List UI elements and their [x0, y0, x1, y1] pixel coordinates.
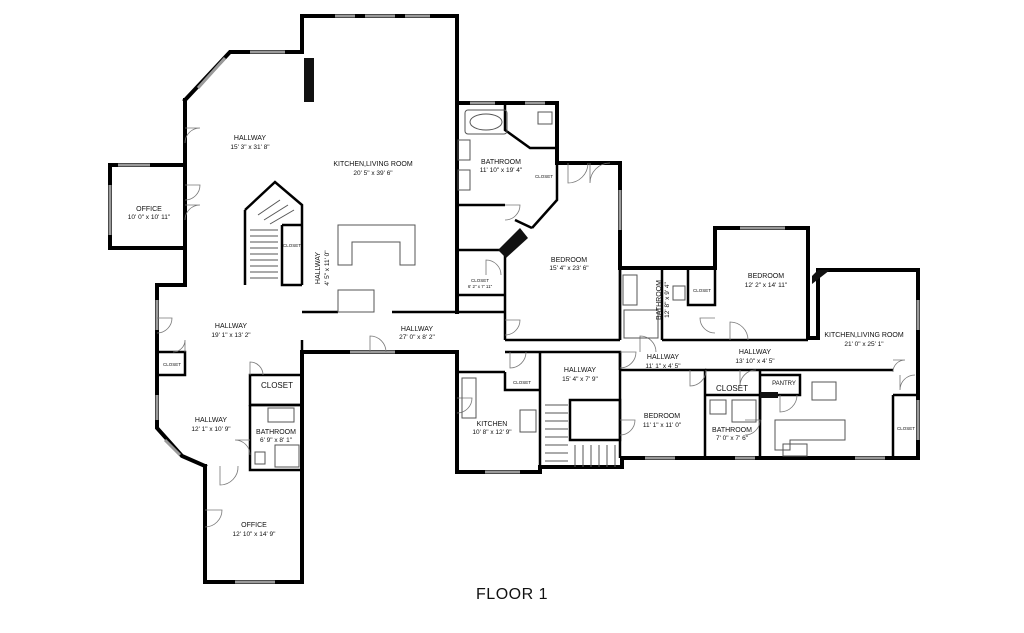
room-name-bathroom-master: BATHROOM [481, 159, 521, 166]
room-name-bathroom-east-vertical: BATHROOM [656, 280, 663, 320]
room-name-hallway-east-small: HALLWAY [647, 354, 679, 361]
room-dim-kitchen-south: 10' 8" x 12' 9" [472, 429, 512, 436]
room-dim-bathroom-east-vertical: 12' 8" x 9' 4" [664, 281, 671, 317]
room-name-closet-stair: CLOSET [283, 243, 301, 248]
windows [108, 14, 920, 584]
room-name-pantry: PANTRY [772, 381, 796, 387]
room-dim-kitchen-living-main: 20' 5" x 39' 6" [353, 170, 393, 177]
room-dim-hallway-east: 13' 10" x 4' 5" [735, 358, 775, 365]
room-name-closet-master: CLOSET [535, 174, 553, 179]
room-name-hallway-east: HALLWAY [739, 349, 771, 356]
room-name-closet-kitchen: CLOSET [513, 380, 531, 385]
interior-walls [157, 103, 918, 472]
room-name-office-south: OFFICE [241, 522, 267, 529]
room-dim-hallway-south: 15' 4" x 7' 9" [562, 376, 598, 383]
exterior-walls [108, 14, 920, 584]
room-dim-hallway-sw: 12' 1" x 10' 9" [191, 426, 231, 433]
fixtures [254, 109, 846, 468]
room-name-closet-east: CLOSET [693, 288, 711, 293]
room-name-bedroom-master: BEDROOM [551, 257, 587, 264]
room-dim-office-west: 10' 0" x 10' 11" [128, 214, 171, 221]
fireplaces [304, 58, 830, 398]
room-dim-hallway-east-small: 11' 1" x 4' 5" [645, 363, 681, 370]
room-dim-hallway-vertical: 4' 5" x 11' 0" [324, 250, 331, 286]
room-dim-bedroom-master: 15' 4" x 23' 6" [549, 265, 589, 272]
room-dim-hallway-nw: 15' 3" x 31' 8" [230, 144, 270, 151]
room-name-closet-east-far: CLOSET [897, 426, 915, 431]
room-name-closet-west: CLOSET [261, 381, 293, 390]
room-name-bedroom-south: BEDROOM [644, 413, 680, 420]
room-name-bathroom-west: BATHROOM [256, 429, 296, 436]
room-name-hallway-center: HALLWAY [401, 326, 433, 333]
room-name-hallway-west: HALLWAY [215, 323, 247, 330]
room-dim-bedroom-east: 12' 2" x 14' 11" [745, 282, 788, 289]
room-name-hallway-vertical: HALLWAY [315, 252, 322, 284]
room-name-hallway-sw: HALLWAY [195, 417, 227, 424]
room-name-kitchen-living-east: KITCHEN,LIVING ROOM [824, 332, 904, 339]
room-name-kitchen-living-main: KITCHEN,LIVING ROOM [333, 161, 413, 168]
room-dim-hallway-west: 19' 1" x 13' 2" [211, 332, 251, 339]
room-dim-bathroom-master: 11' 10" x 19' 4" [480, 167, 523, 174]
room-dim-bathroom-west: 6' 9" x 8' 1" [260, 437, 293, 444]
room-dim-bedroom-south: 11' 1" x 11' 0" [643, 422, 682, 429]
room-name-kitchen-south: KITCHEN [477, 421, 508, 428]
room-name-closet-west-small: CLOSET [163, 362, 181, 367]
room-name-office-west: OFFICE [136, 206, 162, 213]
room-dim-office-south: 12' 10" x 14' 9" [233, 531, 277, 538]
room-name-closet-small: CLOSET [471, 278, 489, 283]
room-dim-kitchen-living-east: 21' 0" x 25' 1" [844, 341, 884, 348]
room-name-bathroom-south: BATHROOM [712, 427, 752, 434]
room-dim-hallway-center: 27' 0" x 8' 2" [399, 334, 435, 341]
staircases [250, 199, 616, 467]
room-dim-bathroom-south: 7' 0" x 7' 6" [716, 435, 749, 442]
floor-label: FLOOR 1 [476, 586, 548, 603]
room-name-hallway-south: HALLWAY [564, 367, 596, 374]
room-name-closet-east-hall: CLOSET [716, 384, 748, 393]
door-swings [156, 127, 916, 528]
room-name-bedroom-east: BEDROOM [748, 273, 784, 280]
room-dim-closet-small: 6' 2" x 7' 11" [468, 284, 493, 289]
room-name-hallway-nw: HALLWAY [234, 135, 266, 142]
room-labels: HALLWAY 15' 3" x 31' 8" KITCHEN,LIVING R… [128, 135, 915, 538]
